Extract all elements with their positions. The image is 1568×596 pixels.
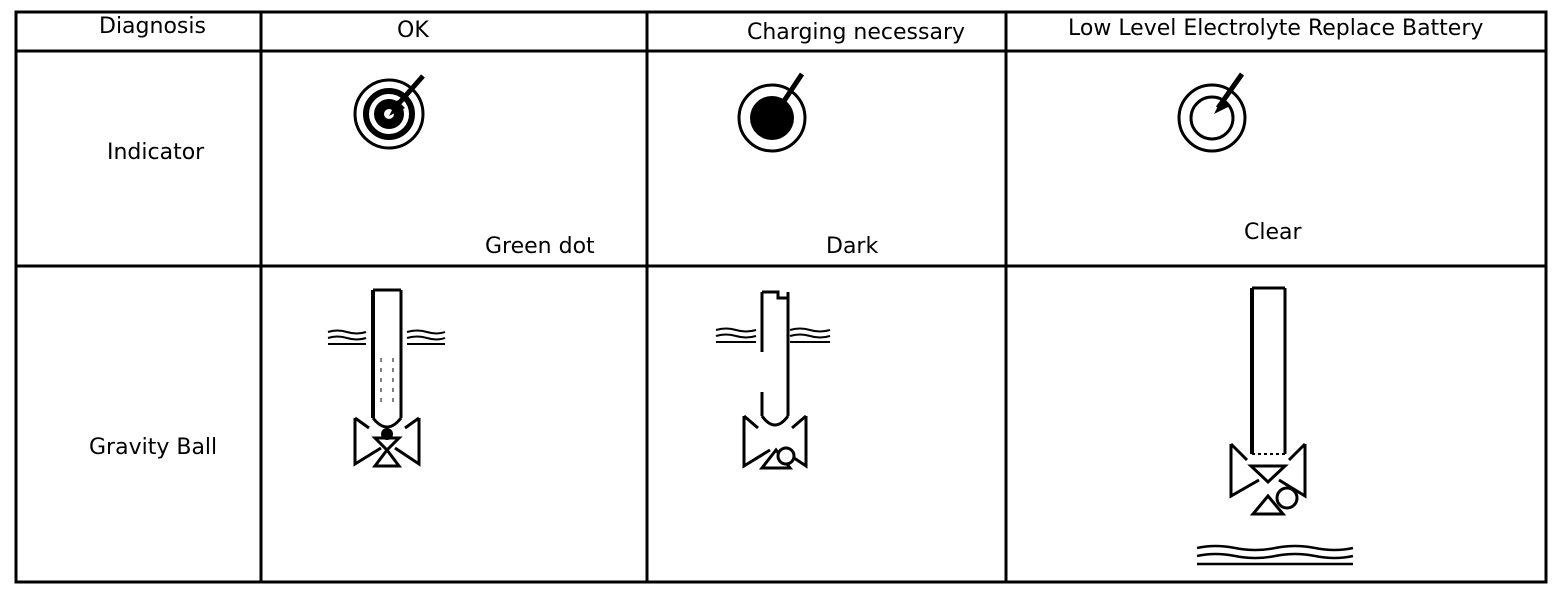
row-label-indicator: Indicator xyxy=(107,140,205,165)
indicator-green-dot-icon xyxy=(353,74,425,150)
gravity-ball-low-level-icon xyxy=(1196,286,1354,566)
caption-clear: Clear xyxy=(1244,220,1302,245)
header-low-level-electrolyte: Low Level Electrolyte Replace Battery xyxy=(1068,16,1484,41)
header-diagnosis: Diagnosis xyxy=(99,14,206,39)
caption-green-dot: Green dot xyxy=(485,234,595,259)
indicator-clear-icon xyxy=(1177,72,1247,153)
gravity-ball-ok-icon xyxy=(327,288,446,468)
header-charging-necessary: Charging necessary xyxy=(747,20,966,45)
indicator-dark-icon xyxy=(737,72,807,153)
row-label-gravity-ball: Gravity Ball xyxy=(89,435,218,460)
gravity-ball-charging-icon xyxy=(715,290,831,470)
header-ok: OK xyxy=(397,18,429,43)
caption-dark: Dark xyxy=(826,234,879,259)
